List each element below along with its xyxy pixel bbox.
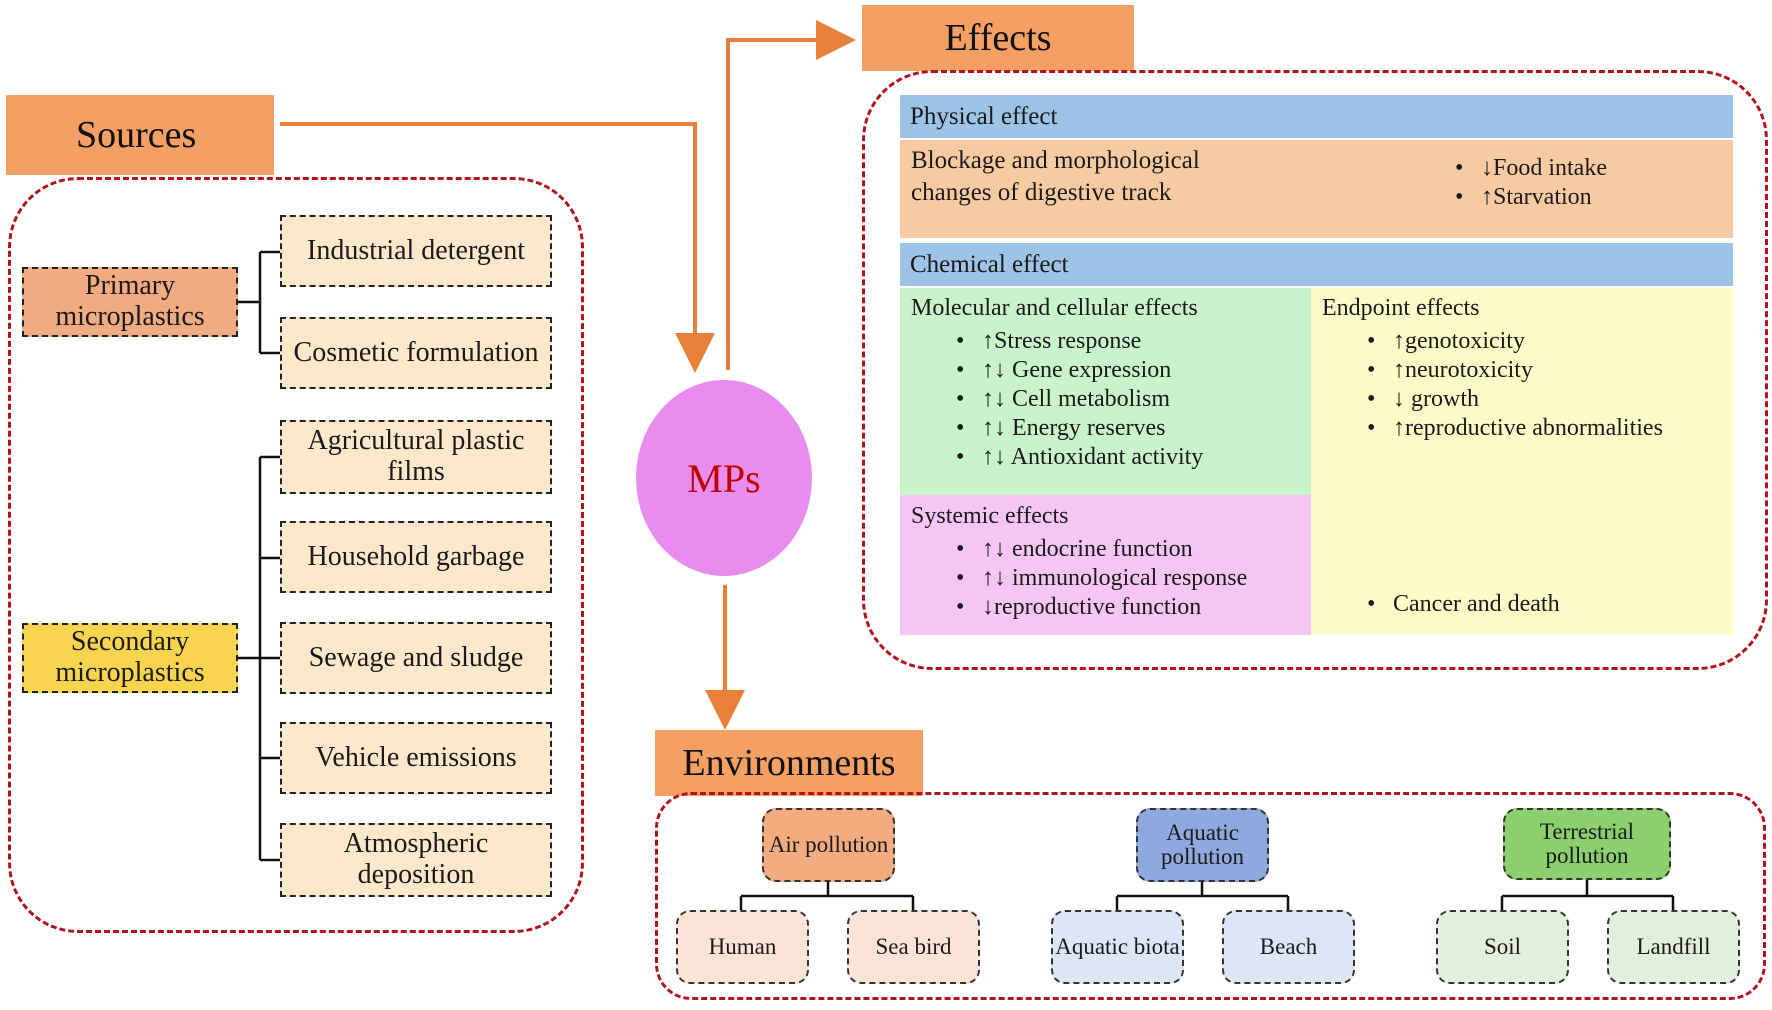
mps-node: MPs — [636, 380, 812, 576]
source-cosmetic-formulation: Cosmetic formulation — [280, 317, 552, 389]
environments-container — [655, 792, 1766, 1000]
source-agricultural-plastic-films: Agricultural plastic films — [280, 420, 552, 494]
molecular-effect-item: ↑Stress response — [956, 327, 1203, 356]
endpoint-effect-item: ↑reproductive abnormalities — [1367, 414, 1663, 443]
env-air-pollution: Air pollution — [762, 808, 895, 882]
source-atmospheric-deposition: Atmospheric deposition — [280, 823, 552, 897]
endpoint-effect-item: ↑genotoxicity — [1367, 327, 1663, 356]
env-leaf-human: Human — [676, 910, 809, 984]
arrow-mps-to-effects — [726, 20, 856, 370]
molecular-effects-title: Molecular and cellular effects — [911, 295, 1198, 321]
env-leaf-sea-bird: Sea bird — [847, 910, 980, 984]
env-aquatic-pollution: Aquatic pollution — [1136, 808, 1269, 882]
molecular-effect-item: ↑↓ Antioxidant activity — [956, 443, 1203, 472]
source-household-garbage: Household garbage — [280, 521, 552, 593]
endpoint-effect-item: ↑neurotoxicity — [1367, 356, 1663, 385]
source-sewage-and-sludge: Sewage and sludge — [280, 622, 552, 694]
primary-microplastics-node: Primary microplastics — [22, 267, 238, 337]
molecular-effect-item: ↑↓ Cell metabolism — [956, 385, 1203, 414]
arrow-sources-to-mps — [280, 122, 715, 373]
endpoint-effect-item: ↓ growth — [1367, 385, 1663, 414]
physical-cause-text: Blockage and morphological changes of di… — [911, 147, 1200, 206]
environments-header: Environments — [655, 730, 923, 796]
sources-container — [8, 177, 584, 933]
molecular-effect-item: ↑↓ Energy reserves — [956, 414, 1203, 443]
primary-tree-lines — [238, 250, 280, 355]
systemic-effect-item: ↑↓ immunological response — [956, 564, 1247, 593]
sources-header: Sources — [6, 95, 274, 175]
systemic-effect-item: ↓reproductive function — [956, 593, 1247, 622]
systemic-effects-title: Systemic effects — [911, 503, 1069, 529]
systemic-effect-item: ↑↓ endocrine function — [956, 535, 1247, 564]
environment-tree-lines — [739, 880, 1675, 910]
env-leaf-aquatic-biota: Aquatic biota — [1051, 910, 1184, 984]
endpoint-effects-list: ↑genotoxicity ↑neurotoxicity ↓ growth ↑r… — [1367, 327, 1663, 443]
molecular-effect-item: ↑↓ Gene expression — [956, 356, 1203, 385]
endpoint-final-item: Cancer and death — [1367, 590, 1560, 619]
molecular-effects-list: ↑Stress response ↑↓ Gene expression ↑↓ C… — [956, 327, 1203, 472]
secondary-tree-lines — [238, 455, 280, 862]
source-industrial-detergent: Industrial detergent — [280, 215, 552, 287]
env-leaf-landfill: Landfill — [1607, 910, 1740, 984]
physical-effect-band: Physical effect — [900, 95, 1733, 138]
endpoint-effects-title: Endpoint effects — [1322, 295, 1480, 321]
env-terrestrial-pollution: Terrestrial pollution — [1503, 808, 1671, 880]
systemic-effects-list: ↑↓ endocrine function ↑↓ immunological r… — [956, 535, 1247, 622]
effects-container — [862, 70, 1768, 670]
env-leaf-beach: Beach — [1222, 910, 1355, 984]
env-leaf-soil: Soil — [1436, 910, 1569, 984]
source-vehicle-emissions: Vehicle emissions — [280, 722, 552, 794]
effects-header: Effects — [862, 5, 1134, 71]
endpoint-final-list: Cancer and death — [1367, 590, 1560, 619]
secondary-microplastics-node: Secondary microplastics — [22, 623, 238, 693]
chemical-effect-band: Chemical effect — [900, 243, 1733, 286]
physical-outcome-item: ↑Starvation — [1455, 183, 1607, 212]
physical-outcome-item: ↓Food intake — [1455, 154, 1607, 183]
physical-outcomes-list: ↓Food intake ↑Starvation — [1455, 154, 1607, 212]
